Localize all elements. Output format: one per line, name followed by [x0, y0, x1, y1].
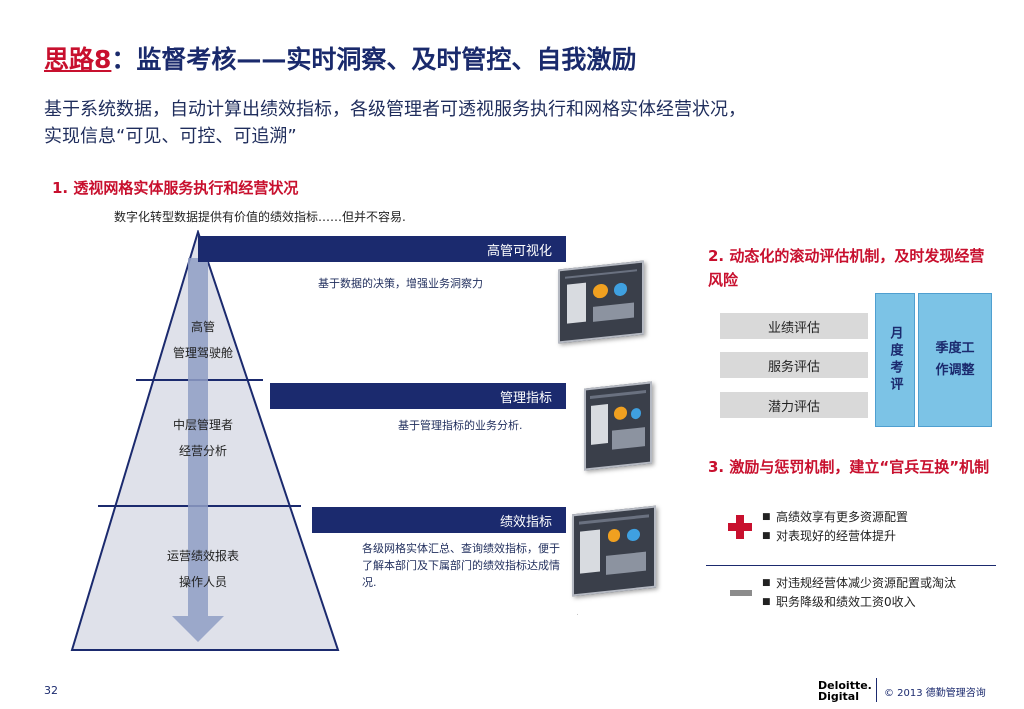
dashboard-thumbnail	[584, 381, 652, 471]
bar-executive-visualization: 高管可视化	[198, 236, 566, 262]
eval-service: 服务评估	[720, 352, 868, 378]
monthly-review-box: 月度考评	[875, 293, 915, 427]
tier-middle: 中层管理者 经营分析	[148, 412, 258, 464]
tier-middle-line2: 经营分析	[178, 444, 227, 458]
tier-executive-line1: 高管	[190, 320, 215, 334]
note-management: 基于管理指标的业务分析.	[398, 419, 523, 432]
title-highlight: 思路8	[44, 45, 112, 74]
eval-performance: 业绩评估	[720, 313, 868, 339]
list-item: ■对违规经营体减少资源配置或淘汰	[762, 576, 957, 590]
tier-executive: 高管 管理驾驶舱	[148, 314, 258, 366]
page-number: 32	[44, 684, 58, 697]
section1-caption: 数字化转型数据提供有价值的绩效指标……但并不容易.	[114, 210, 406, 224]
list-item: ■高绩效享有更多资源配置	[762, 510, 909, 524]
plus-icon	[728, 515, 752, 539]
note-performance: 各级网格实体汇总、查询绩效指标，便于了解本部门及下属部门的绩效指标达成情况.	[362, 542, 560, 589]
reward-list: ■高绩效享有更多资源配置 ■对表现好的经营体提升	[762, 508, 992, 546]
dashboard-thumbnail	[572, 505, 656, 597]
subtitle-line-1: 基于系统数据，自动计算出绩效指标，各级管理者可透视服务执行和网格实体经营状况，	[44, 99, 746, 120]
bar-management-indicators: 管理指标	[270, 383, 566, 409]
title-rest: ：监督考核——实时洞察、及时管控、自我激励	[111, 45, 637, 74]
minus-icon	[730, 590, 752, 596]
divider	[706, 565, 996, 566]
logo-line2: Digital	[818, 690, 859, 703]
subtitle: 基于系统数据，自动计算出绩效指标，各级管理者可透视服务执行和网格实体经营状况， …	[44, 96, 1004, 150]
dashboard-thumbnail	[558, 260, 644, 344]
logo-line1: Deloitte.	[818, 679, 872, 692]
pyramid-diagram	[70, 230, 578, 651]
down-arrow	[172, 258, 224, 642]
footer-divider	[876, 678, 877, 702]
penalty-list: ■对违规经营体减少资源配置或淘汰 ■职务降级和绩效工资0收入	[762, 574, 992, 612]
tier-executive-line2: 管理驾驶舱	[172, 346, 233, 360]
tier-operations: 运营绩效报表 操作人员	[148, 543, 258, 595]
tier-operations-line1: 运营绩效报表	[166, 549, 239, 563]
section2-title: 2. 动态化的滚动评估机制，及时发现经营风险	[708, 247, 985, 289]
list-item: ■对表现好的经营体提升	[762, 529, 897, 543]
tier-middle-line1: 中层管理者	[172, 418, 233, 432]
eval-potential: 潜力评估	[720, 392, 868, 418]
bar-performance-indicators: 绩效指标	[312, 507, 566, 533]
page-title: 思路8：监督考核——实时洞察、及时管控、自我激励	[44, 40, 636, 76]
list-item: ■职务降级和绩效工资0收入	[762, 595, 916, 609]
copyright: © 2013 德勤管理咨询	[884, 688, 986, 699]
section3-title: 3. 激励与惩罚机制，建立“官兵互换”机制	[708, 458, 990, 476]
subtitle-line-2: 实现信息“可见、可控、可追溯”	[44, 126, 297, 147]
tier-operations-line2: 操作人员	[178, 575, 227, 589]
section1-title: 1. 透视网格实体服务执行和经营状况	[52, 179, 299, 197]
deloitte-logo: Deloitte. Digital	[818, 680, 872, 702]
note-executive: 基于数据的决策，增强业务洞察力	[318, 277, 483, 290]
quarterly-adjust-box: 季度工作调整	[918, 293, 992, 427]
